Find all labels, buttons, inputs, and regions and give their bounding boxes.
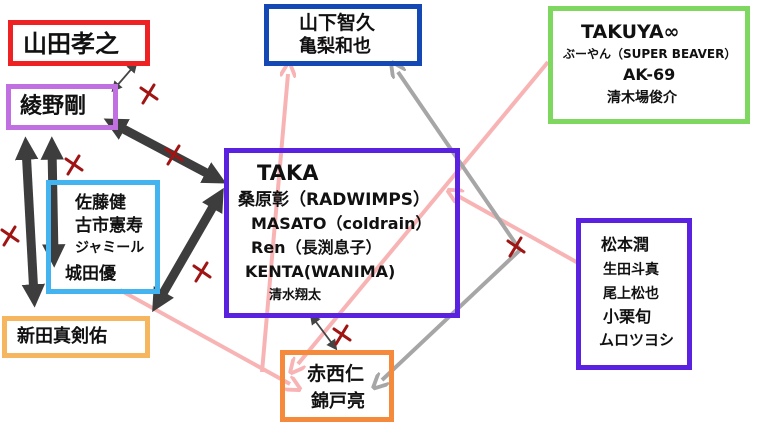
broken-mark: [332, 324, 352, 346]
person-name: 山下智久: [299, 12, 376, 34]
person-name: ムロツヨシ: [599, 331, 675, 349]
person-name: 綾野剛: [20, 94, 87, 119]
link-dark-ayano-arata: [14, 136, 46, 308]
person-name: 佐藤健: [75, 193, 126, 213]
box-takuya[interactable]: TAKUYA∞ ぶーやん（SUPER BEAVER） AK-69 清木場俊介: [548, 6, 750, 124]
person-name: Ren（長渕息子）: [251, 238, 382, 257]
person-name: AK-69: [623, 65, 676, 84]
person-name: 古市憲寿: [75, 216, 143, 236]
box-arata[interactable]: 新田真剣佑: [2, 316, 150, 358]
link-dark-ayano-sato: [40, 136, 66, 268]
person-name: 松本潤: [601, 235, 650, 254]
person-name: MASATO（coldrain）: [251, 214, 432, 233]
broken-mark: [506, 236, 526, 258]
person-name: 清木場俊介: [607, 90, 677, 106]
box-sato[interactable]: 佐藤健 古市憲寿 ジャミール 城田優: [46, 180, 160, 294]
box-yamada[interactable]: 山田孝之: [8, 20, 150, 66]
person-name: TAKUYA∞: [581, 21, 680, 43]
person-name: 山田孝之: [23, 30, 119, 58]
link-dark-arata-taka: [152, 187, 224, 313]
broken-mark: [164, 144, 184, 166]
person-name: 新田真剣佑: [17, 326, 107, 347]
person-name: KENTA(WANIMA): [245, 262, 396, 281]
box-matsumoto[interactable]: 松本潤 生田斗真 尾上松也 小栗旬 ムロツヨシ: [576, 218, 692, 370]
person-name: 清水翔太: [269, 288, 322, 303]
person-name: 小栗旬: [603, 307, 652, 326]
person-name: 桑原彰（RADWIMPS）: [238, 190, 431, 210]
person-name: 赤西仁: [307, 363, 365, 385]
person-name: 城田優: [65, 264, 116, 284]
link-pink-matsumoto-taka: [458, 196, 581, 266]
link-thin-taka-akanishi: [309, 313, 338, 351]
person-name: 尾上松也: [603, 286, 659, 302]
link-pink-akanishi-yamashita: [260, 74, 288, 373]
broken-mark: [139, 83, 159, 105]
box-ayano[interactable]: 綾野剛: [6, 84, 118, 130]
link-pink-sato-akanishi: [119, 288, 290, 384]
broken-mark: [192, 261, 212, 283]
person-name: TAKA: [257, 161, 319, 185]
broken-mark: [64, 154, 84, 176]
box-akanishi[interactable]: 赤西仁 錦戸亮: [280, 350, 394, 422]
link-thin-yamada-ayano: [111, 61, 138, 93]
person-name: 錦戸亮: [311, 391, 365, 412]
box-yamashita[interactable]: 山下智久 亀梨和也: [264, 4, 422, 66]
broken-mark: [0, 225, 20, 247]
person-name: 生田斗真: [603, 262, 659, 278]
box-taka[interactable]: TAKA 桑原彰（RADWIMPS） MASATO（coldrain） Ren（…: [224, 148, 460, 318]
person-name: ジャミール: [75, 240, 145, 256]
link-dark-ayano-taka: [103, 118, 227, 184]
person-name: 亀梨和也: [299, 36, 371, 57]
person-name: ぶーやん（SUPER BEAVER）: [563, 47, 737, 61]
